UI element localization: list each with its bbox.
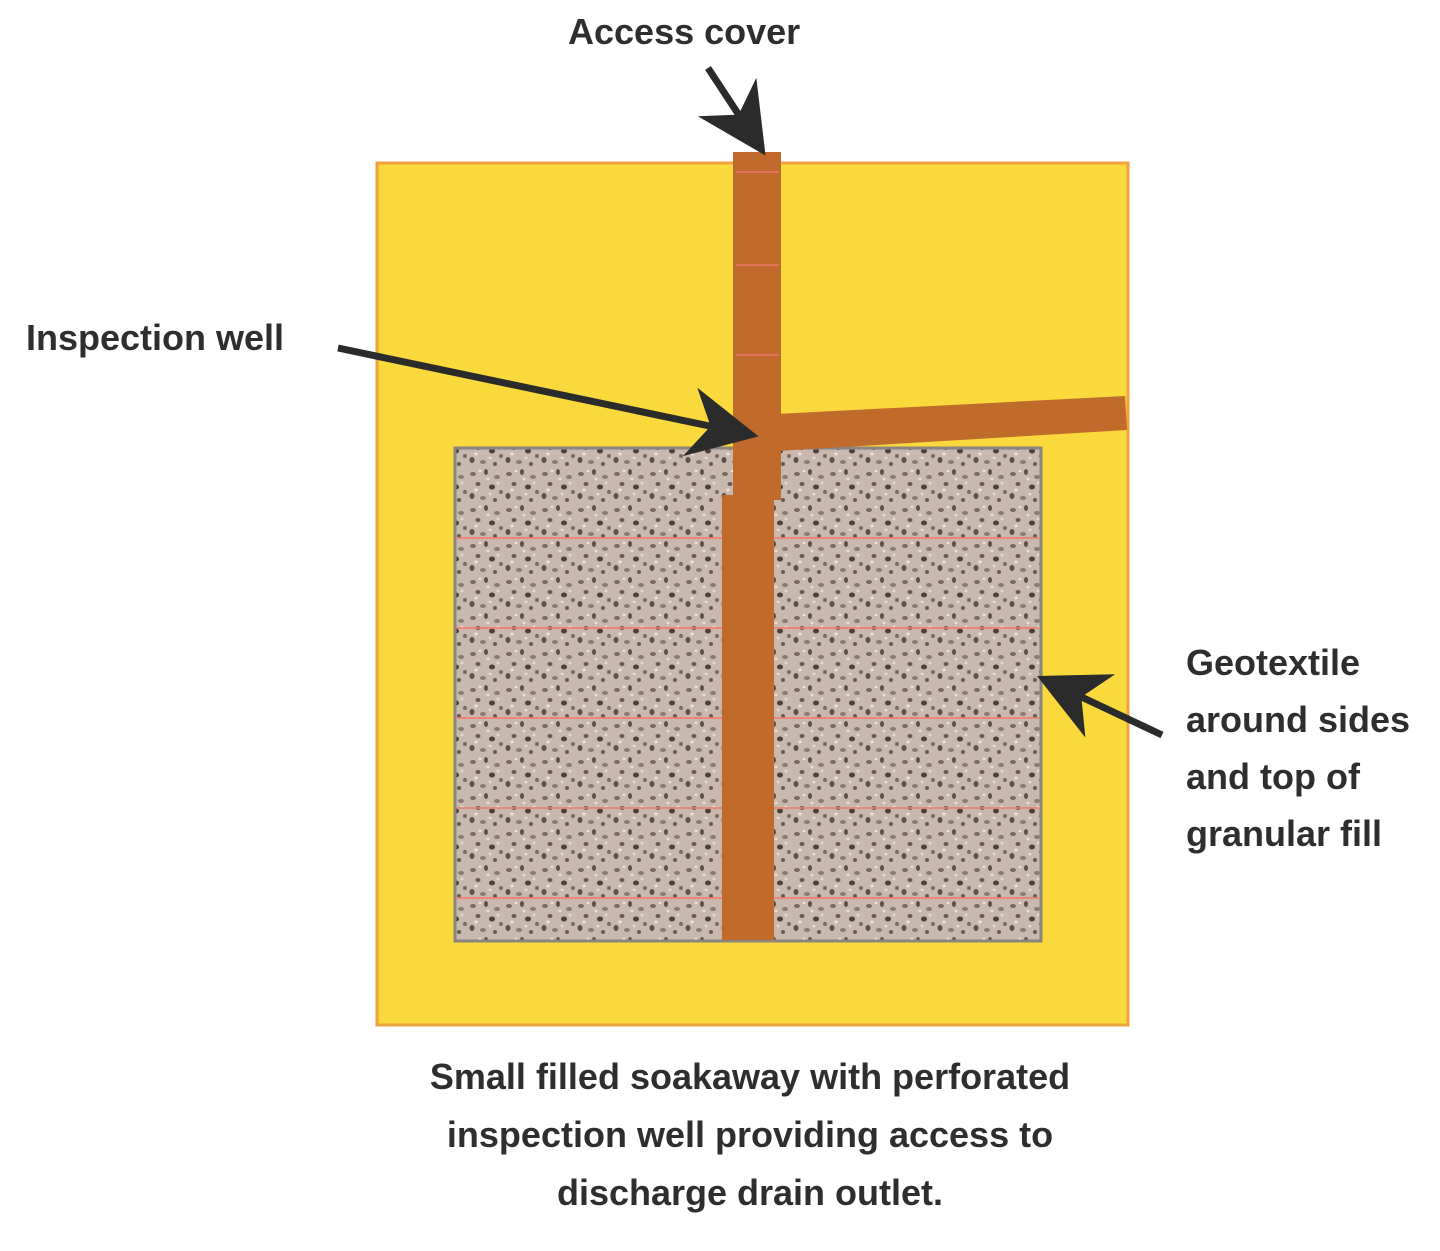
inspection-well-pipe-lower (722, 495, 774, 940)
caption-line: Small filled soakaway with perforated (429, 1056, 1071, 1097)
geotextile-arrow (1037, 674, 1164, 739)
geotextile-label: Geotextile around sides and top of granu… (1186, 634, 1410, 862)
caption-line: discharge drain outlet. (556, 1172, 944, 1213)
discharge-drain-pipe (758, 396, 1127, 452)
inspection-well-arrow (337, 344, 759, 457)
diagram-caption: Small filled soakaway with perforated in… (300, 1048, 1200, 1222)
geotextile-label-line: around sides (1186, 699, 1411, 740)
geotextile-label-line: Geotextile (1186, 642, 1361, 683)
access-cover-arrow (697, 66, 766, 156)
inspection-well-pipe (733, 152, 781, 500)
geotextile-label-line: granular fill (1186, 813, 1383, 854)
geotextile-label-line: and top of (1186, 756, 1360, 797)
caption-line: inspection well providing access to (446, 1114, 1054, 1155)
access-cover-label: Access cover (568, 11, 801, 52)
inspection-well-label: Inspection well (26, 317, 285, 358)
pipe-perforation-marks (736, 171, 779, 356)
